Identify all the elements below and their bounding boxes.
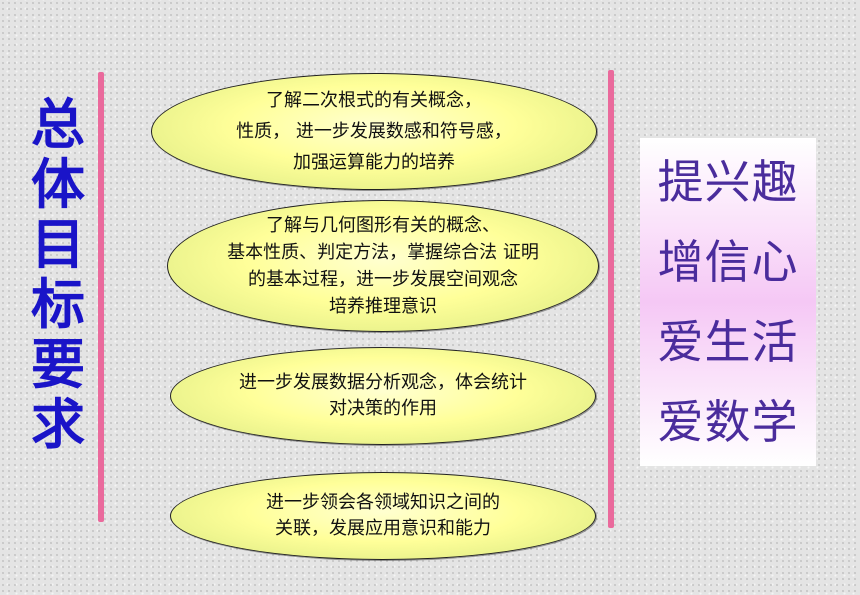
motto-panel: 提兴趣 增信心 爱生活 爱数学 [640,138,816,466]
motto-line: 提兴趣 [657,155,799,209]
motto-line: 爱生活 [657,315,799,369]
title-char: 总 [31,93,85,156]
title-char: 要 [31,333,85,396]
goal-line: 了解与几何图形有关的概念、 [265,215,500,236]
goal-ellipse-statistics: 进一步发展数据分析观念，体会统计 对决策的作用 [170,347,596,445]
title-char: 求 [31,393,85,456]
motto-line: 增信心 [657,235,799,289]
goal-line: 进一步发展数据分析观念，体会统计 [239,372,527,393]
goal-line: 的基本过程，进一步发展空间观念 [247,269,518,290]
goal-line: 了解二次根式的有关概念， [265,90,482,111]
goal-line: 加强运算能力的培养 [292,152,455,173]
motto-line: 爱数学 [657,395,799,449]
goal-line: 关联，发展应用意识和能力 [275,518,491,539]
title-char: 体 [31,153,85,216]
goal-ellipse-connections: 进一步领会各领域知识之间的 关联，发展应用意识和能力 [170,472,596,560]
title-char: 标 [31,273,85,336]
goal-line: 培养推理意识 [328,296,437,317]
overall-goals-title: 总 体 目 标 要 求 [28,95,88,455]
goal-line: 进一步领会各领域知识之间的 [266,492,500,513]
left-divider-line [98,72,104,522]
goal-line: 性质， 进一步发展数感和符号感， [236,121,512,142]
goal-ellipse-geometry: 了解与几何图形有关的概念、 基本性质、判定方法，掌握综合法 证明 的基本过程，进… [167,200,599,332]
goal-line: 对决策的作用 [329,398,437,419]
right-divider-line [608,70,614,528]
goal-line: 基本性质、判定方法，掌握综合法 证明 [227,242,539,263]
title-char: 目 [31,213,85,276]
goal-ellipse-numbers: 了解二次根式的有关概念， 性质， 进一步发展数感和符号感， 加强运算能力的培养 [151,73,597,190]
